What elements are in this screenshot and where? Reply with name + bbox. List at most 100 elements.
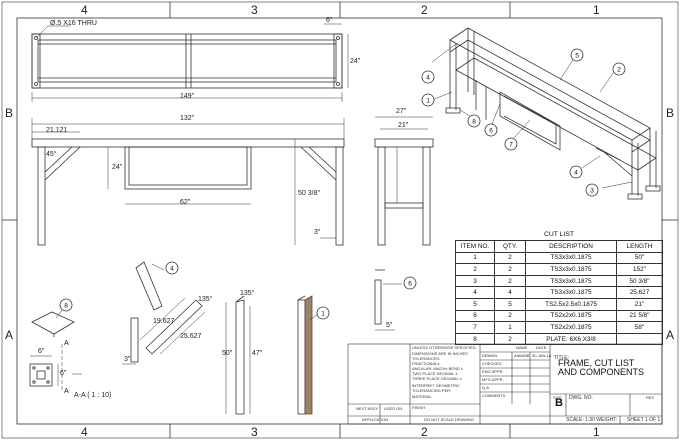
balloon-4b [569,165,583,179]
cut-list-title: CUT LIST [543,231,575,238]
tb-dims-in: DIMENSIONS ARE IN INCHES [412,351,468,356]
dim-item4-short: 19.627 [153,318,175,325]
balloon-detail-4-label: 4 [170,266,174,273]
item-no-cell: 7 [455,321,495,334]
qty-cell: 4 [494,286,526,299]
balloon-4b-label: 4 [574,170,578,177]
tb-sheet: SHEET 1 OF 1 [627,417,661,423]
balloon-detail-1 [316,306,330,320]
tb-checked: CHECKED [482,361,502,366]
qty-cell: 2 [494,332,526,346]
balloon-detail-6-label: 6 [408,281,412,288]
dim-item4-angle: 135° [198,296,213,303]
tb-used-on: USED ON [384,406,403,411]
top-view [31,23,349,102]
dim-post-h: 50" [222,350,233,357]
tb-scale: SCALE: 1:30 WEIGHT: [566,417,618,423]
description-cell: TS3x3x0.1875 [525,251,617,265]
zone-top-1: 1 [593,3,600,17]
tb-rev: REV [646,395,655,400]
balloon-8 [467,114,481,128]
dim-item6: 5" [386,322,393,329]
qty-cell: 2 [494,251,526,265]
zone-bottom-2: 2 [421,425,428,439]
tb-three-place: THREE PLACE DECIMAL ± [412,376,462,381]
cut-list-header: ITEM NO. QTY. DESCRIPTION LENGTH [455,240,663,253]
front-view [31,118,345,246]
dim-top-offset: 6" [326,17,333,24]
tb-drawn-date: 30-JAN-18 [532,353,552,358]
zone-top-2: 2 [421,3,428,17]
drawing-title-line2: AND COMPONENTS [558,367,645,378]
tb-drawn: DRAWN [482,353,497,358]
length-cell: 21 5/8" [616,309,663,323]
length-cell [616,332,663,346]
drawing-title: FRAME, CUT LIST AND COMPONENTS [558,358,645,378]
zone-left-B: B [5,106,14,120]
description-cell: TS3x3x0.1875 [525,263,617,276]
dim-front-left: 21.121 [46,127,68,134]
balloon-detail-1-label: 1 [321,311,325,318]
zone-bottom-4: 4 [81,425,88,439]
tb-do-not-scale: DO NOT SCALE DRAWING [424,417,475,422]
balloon-8-label: 8 [472,119,476,126]
tb-name-col: NAME [516,345,528,350]
tb-fractional: FRACTIONAL± [412,361,440,366]
zone-bottom-1: 1 [593,425,600,439]
side-view [374,116,434,246]
qty-cell: 2 [494,263,526,276]
length-cell: 50 3/8" [616,274,663,288]
description-cell: TS2.5x2.5x0.1875 [525,297,617,311]
tb-title-label: TITLE: [554,355,570,361]
detail-posts [225,295,319,415]
item-no-cell: 5 [455,297,495,311]
dim-top-overall: 149" [180,93,195,100]
tb-size-label: SIZE [553,395,562,400]
zone-right-A: A [666,328,675,342]
tb-eng-appr: ENG APPR. [482,369,504,374]
zone-bottom-3: 3 [251,425,258,439]
dim-front-foot: 3" [314,229,321,236]
tb-interpret: INTERPRET GEOMETRIC [412,383,460,388]
zone-left-A: A [5,328,14,342]
length-cell: 58" [616,321,663,334]
item-no-cell: 6 [455,309,495,323]
balloon-plate-8-label: 8 [64,303,68,310]
balloon-7 [504,137,518,151]
tb-date-col: DATE [536,345,547,350]
balloon-2-label: 2 [617,67,621,74]
col-qty: QTY. [494,240,526,253]
balloon-5-label: 5 [575,53,579,60]
item-no-cell: 2 [455,263,495,276]
dim-post-h2: 47" [252,350,263,357]
length-cell: 21" [616,297,663,311]
description-cell: TS2x2x0.1875 [525,309,617,323]
balloon-1 [421,93,435,107]
balloon-3-label: 3 [590,188,594,195]
zone-top-4: 4 [81,3,88,17]
title-block [347,343,663,425]
description-cell: TS3x3x0.1875 [525,274,617,288]
dim-item4-w: 3" [124,356,131,363]
tb-two-place: TWO PLACE DECIMAL ± [412,371,458,376]
dim-top-height: 24" [350,58,361,65]
balloon-plate-8 [59,298,73,312]
tb-finish: FINISH [412,405,426,410]
balloon-4-label: 4 [426,75,430,82]
tb-unless: UNLESS OTHERWISE SPECIFIED: [412,345,477,350]
col-description: DESCRIPTION [525,240,617,253]
dim-plate-w: 6" [38,348,45,355]
length-cell: 50" [616,251,663,265]
detail-plate [29,309,82,392]
balloon-4 [421,70,435,84]
length-cell: 25.627 [616,286,663,299]
section-note: A-A ( 1 : 10) [74,392,112,399]
item-no-cell: 3 [455,274,495,288]
